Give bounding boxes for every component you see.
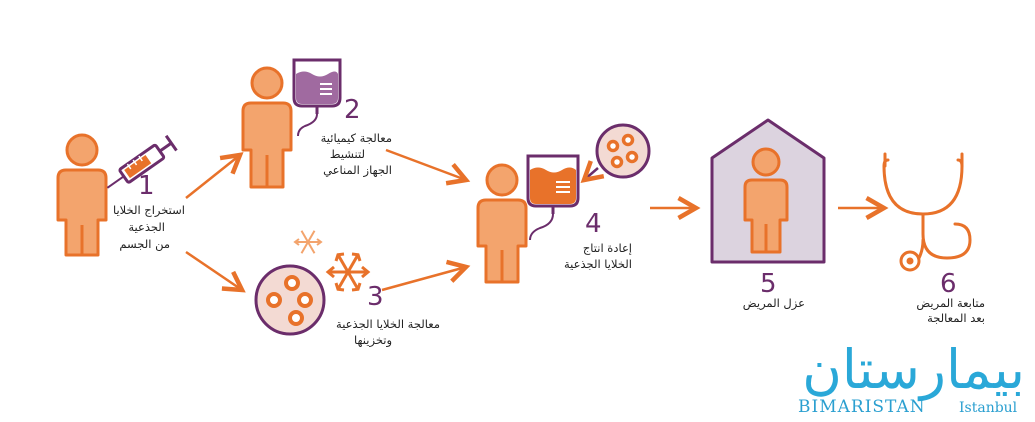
snowflake-large-icon (325, 252, 371, 292)
snowflake-small-icon (293, 230, 323, 254)
step-2-label-line-2: لتنشيط (330, 147, 365, 161)
step-4-label-line-2: الخلايا الجذعية (564, 257, 632, 271)
step-4-person-icon (476, 163, 528, 284)
iv-bag-purple-icon (292, 58, 342, 137)
step-3-label-line-2: وتخزينها (354, 333, 392, 348)
iv-bag-orange-icon (526, 154, 580, 241)
logo-latin-text: BIMARISTAN (798, 397, 926, 417)
logo-city-text: Istanbul (959, 400, 1018, 416)
arrow-1-to-2 (185, 152, 244, 199)
syringe-icon (106, 134, 178, 189)
step-1-label-line-2: الجذعية (128, 220, 165, 234)
step-5-person-icon (743, 147, 789, 254)
step-6-number: 6 (940, 269, 957, 299)
cells-circle-small-icon (595, 123, 651, 179)
arrow-3-to-4 (381, 259, 471, 292)
step-5-label-line-1: عزل المريض (743, 296, 805, 311)
arrow-cells-to-bag (580, 160, 605, 183)
stethoscope-icon (882, 152, 972, 272)
bimaristan-logo: بيمارستان BIMARISTAN Istanbul (798, 338, 1025, 417)
step-4-number: 4 (585, 209, 602, 239)
step-1-label-line-3: من الجسم (119, 237, 170, 252)
step-1-person-icon (56, 133, 108, 257)
step-1-label-line-1: استخراج الخلايا (113, 203, 185, 218)
step-6-label-line-2: بعد المعالجة (927, 311, 985, 325)
step-6-label-line-1: متابعة المريض (916, 296, 985, 311)
step-2-label-line-3: الجهاز المناعي (323, 163, 392, 178)
step-5-number: 5 (760, 269, 777, 299)
step-2-person-icon (241, 66, 293, 189)
step-1-number: 1 (138, 171, 155, 201)
logo-arabic-text: بيمارستان (802, 338, 1025, 402)
arrow-1-to-3 (185, 250, 246, 293)
step-3-number: 3 (367, 282, 384, 312)
cells-dish-icon (254, 264, 326, 336)
step-4-label-line-1: إعادة انتاج (583, 241, 632, 255)
step-2-label-line-1: معالجة كيميائية (321, 131, 392, 145)
step-3-label-line-1: معالجة الخلايا الجذعية (336, 317, 440, 331)
step-2-number: 2 (344, 95, 361, 125)
arrow-2-to-4 (385, 148, 471, 186)
